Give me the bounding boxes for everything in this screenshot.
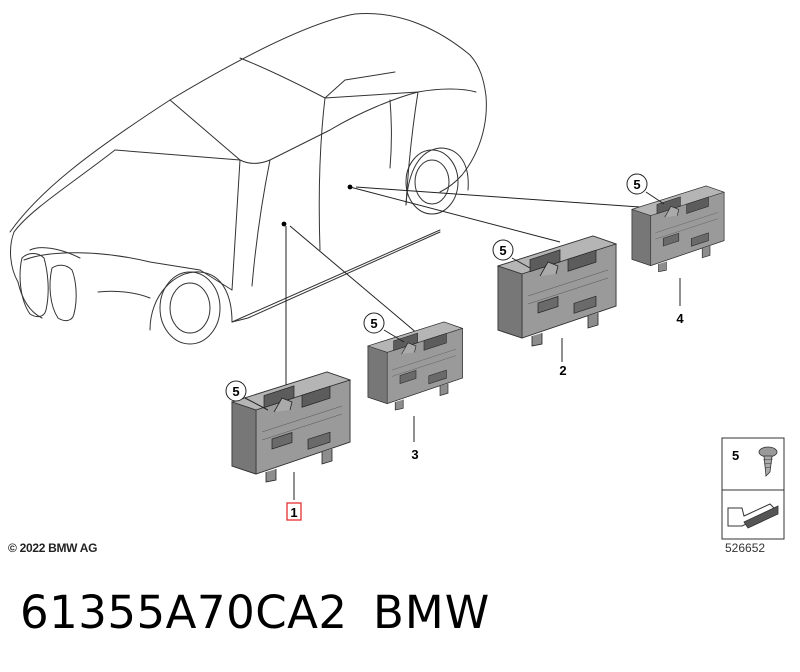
part-number-leaders	[293, 278, 681, 500]
leader-line-4	[355, 186, 641, 208]
part-code: 61355A70CA2	[20, 586, 348, 639]
copyright-notice: © 2022 BMW AG	[8, 541, 98, 555]
screw-icon	[758, 446, 778, 477]
highlight-box-part-1	[286, 502, 302, 521]
screw-callout-4: 5	[626, 173, 665, 205]
leader-line-3	[289, 225, 419, 335]
callout-label-screw: 5	[499, 243, 506, 258]
diagram-number: 526652	[725, 541, 766, 555]
screw-callout-3: 5	[363, 312, 405, 343]
screw-callout-2: 5	[492, 239, 531, 269]
leader-line-2	[349, 186, 561, 243]
parts-diagram: 5 5 5 5 1 3 2 4 5	[9, 12, 785, 540]
control-module-3	[367, 321, 463, 411]
callout-label-screw: 5	[370, 316, 377, 331]
screw-callout-1: 5	[225, 380, 269, 411]
mount-point-1	[281, 221, 287, 227]
mount-point-2	[347, 184, 353, 190]
control-module-4	[631, 185, 725, 273]
leader-lines	[285, 186, 641, 388]
part-number-2: 2	[559, 363, 566, 378]
part-number-3: 3	[411, 447, 418, 462]
car-outline	[9, 12, 487, 345]
control-module-2	[497, 235, 617, 347]
callout-label-screw: 5	[633, 177, 640, 192]
legend-box: 5	[721, 437, 785, 540]
brand-name: BMW	[373, 586, 491, 639]
flat-arrow-icon	[727, 503, 779, 529]
callout-label-screw: 5	[232, 384, 239, 399]
part-number-4: 4	[676, 311, 684, 326]
part-number-1: 1	[290, 505, 297, 520]
screw-callouts: 5 5 5 5	[225, 173, 665, 411]
control-module-1	[231, 371, 351, 483]
legend-screw-number: 5	[732, 448, 739, 463]
